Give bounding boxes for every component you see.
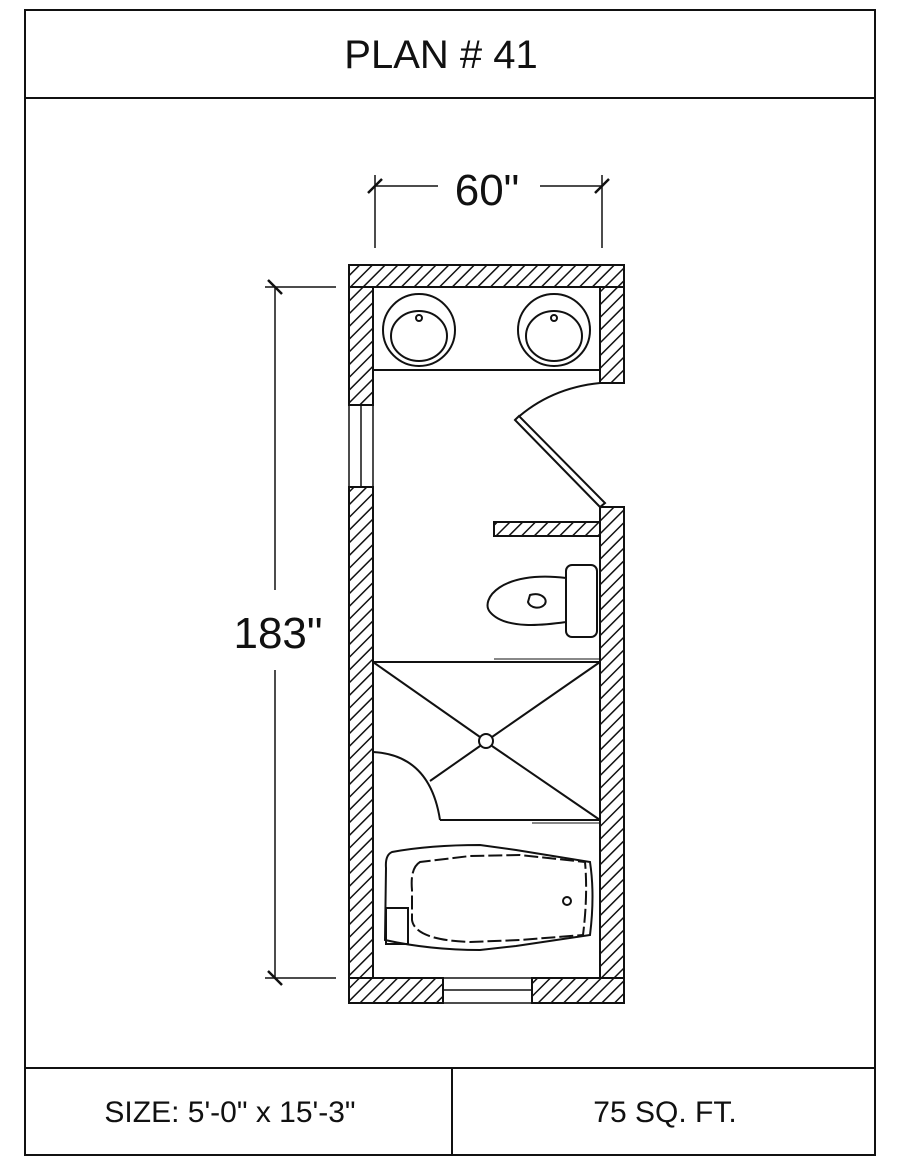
sink-icon xyxy=(382,293,456,367)
sink-icon xyxy=(517,293,591,367)
drain-icon xyxy=(478,733,494,749)
length-dimension xyxy=(265,279,336,986)
window-bottom xyxy=(442,977,533,1004)
size-label: SIZE: 5'-0" x 15'-3" xyxy=(104,1096,355,1129)
plan-title: PLAN # 41 xyxy=(344,33,537,77)
bathtub-icon xyxy=(383,843,594,952)
width-dimension xyxy=(367,175,610,248)
length-label: 183" xyxy=(233,609,322,658)
window-left xyxy=(348,404,374,488)
door xyxy=(513,382,607,509)
area-label: 75 SQ. FT. xyxy=(593,1096,736,1129)
double-sink-vanity xyxy=(372,286,601,371)
title-block-frame xyxy=(24,9,876,1156)
width-label: 60" xyxy=(455,166,520,215)
shower xyxy=(372,658,601,824)
toilet-icon xyxy=(486,564,598,638)
